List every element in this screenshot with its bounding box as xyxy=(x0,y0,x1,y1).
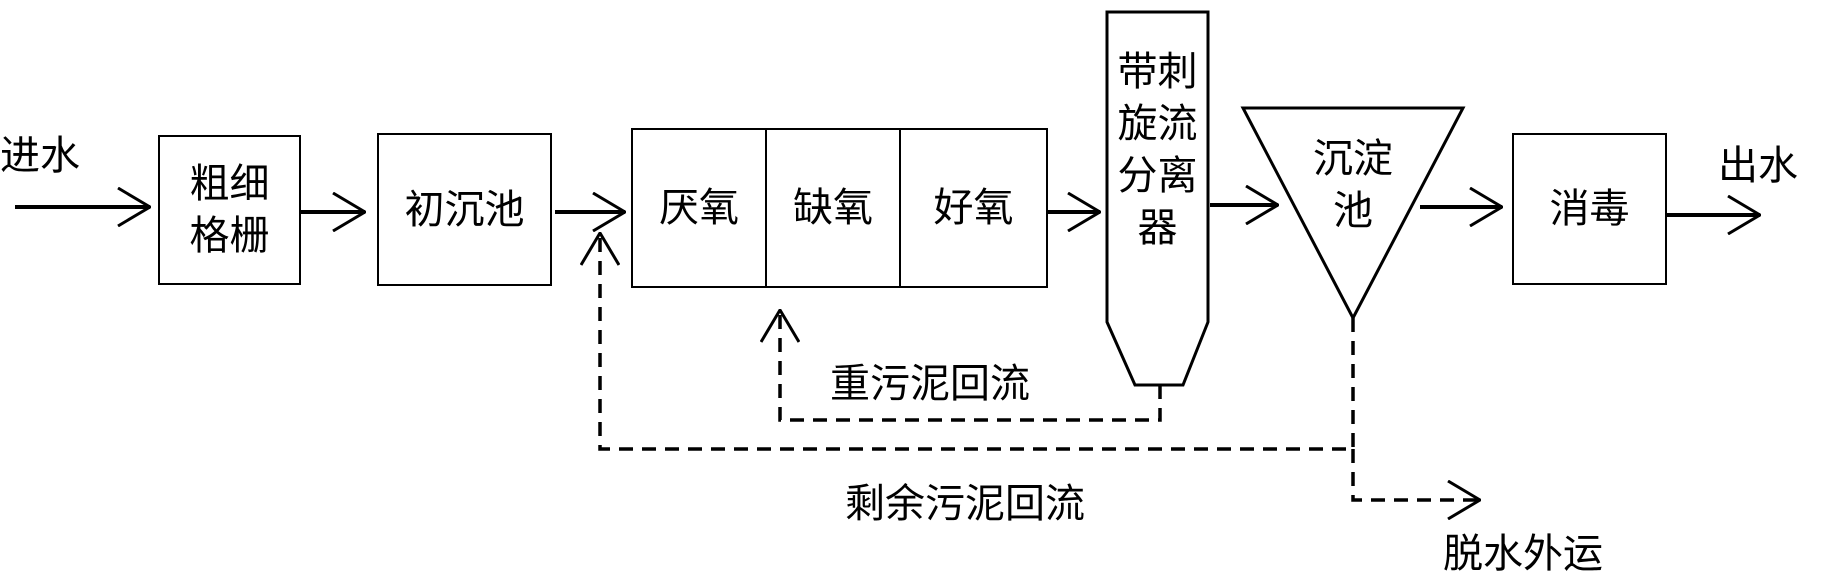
excess-sludge-return-line xyxy=(600,233,1355,451)
separator-label-wrap: 带刺 旋流 分离 器 xyxy=(1107,40,1208,260)
anoxic-label: 缺氧 xyxy=(793,185,873,231)
settling-tank-label-wrap: 沉淀 池 xyxy=(1293,125,1413,245)
excess-sludge-return-label: 剩余污泥回流 xyxy=(845,481,1085,527)
heavy-sludge-return-line xyxy=(780,310,1162,422)
disinfection-box: 消毒 xyxy=(1512,133,1667,285)
ao-reactor-box: 厌氧 缺氧 好氧 xyxy=(631,128,1048,288)
inlet-label: 进水 xyxy=(0,133,80,179)
aerobic-label: 好氧 xyxy=(933,185,1014,231)
heavy-sludge-return-label: 重污泥回流 xyxy=(830,361,1030,407)
anaerobic-label: 厌氧 xyxy=(659,185,739,231)
primary-clarifier-box: 初沉池 xyxy=(377,133,552,286)
disinfection-label: 消毒 xyxy=(1549,186,1630,232)
separator-label: 带刺 旋流 分离 器 xyxy=(1117,49,1198,251)
anaerobic-zone: 厌氧 xyxy=(633,130,767,286)
separator-shape xyxy=(1105,10,1210,387)
dewater-export-line xyxy=(1351,449,1480,500)
aerobic-zone: 好氧 xyxy=(901,130,1046,286)
settling-tank-label: 沉淀 池 xyxy=(1313,136,1393,234)
primary-clarifier-label: 初沉池 xyxy=(404,186,525,233)
screen-label: 粗细 格栅 xyxy=(189,161,270,259)
outlet-label: 出水 xyxy=(1718,143,1798,189)
anoxic-zone: 缺氧 xyxy=(767,130,901,286)
dewater-export-label: 脱水外运 xyxy=(1443,531,1603,577)
screen-box: 粗细 格栅 xyxy=(158,135,301,285)
settling-tank-shape xyxy=(1240,106,1466,322)
